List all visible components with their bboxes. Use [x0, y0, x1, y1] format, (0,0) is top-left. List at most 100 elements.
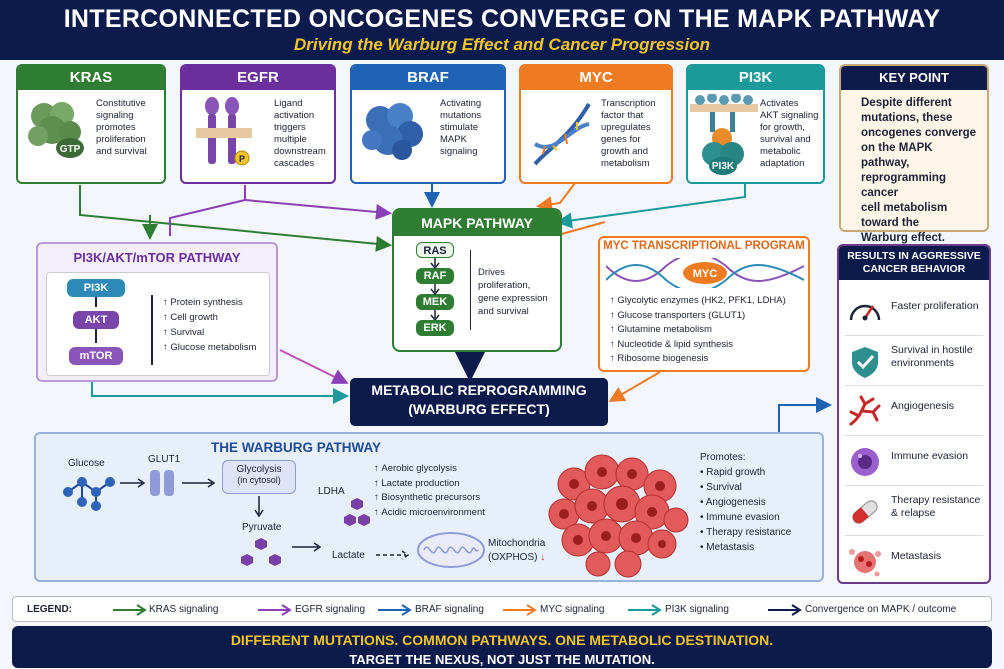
result-item-angiogenesis: Angiogenesis: [845, 386, 983, 436]
glucose-molecule-icon: [63, 477, 115, 511]
footer-line-2: TARGET THE NEXUS, NOT JUST THE MUTATION.: [349, 652, 655, 667]
page-subtitle: Driving the Warburg Effect and Cancer Pr…: [294, 35, 710, 54]
result-item-metastasis: Metastasis: [845, 536, 983, 586]
arrow-lactate-mitochondria: [376, 550, 410, 560]
arrow-myc-mapk: [536, 182, 576, 213]
pi3k-akt-mtor-pathway: PI3K/AKT/mTOR PATHWAY PI3K AKT mTOR Prot…: [36, 242, 278, 382]
myc-program-list: Glycolytic enzymes (HK2, PFK1, LDHA)Gluc…: [610, 294, 785, 367]
kras-title: KRAS: [18, 66, 164, 90]
node-connector: [95, 297, 97, 307]
braf-title: BRAF: [352, 66, 504, 90]
pi3k-effects-list: Protein synthesisCell growthSurvivalGluc…: [163, 295, 256, 355]
arrow-pyruvate-lactate: [292, 542, 322, 552]
legend-title: LEGEND:: [27, 604, 72, 615]
shield-check-icon: [852, 347, 878, 378]
legend-egfr: EGFR signaling: [295, 604, 366, 615]
glucose-label: Glucose: [68, 458, 105, 469]
mitochondria-icon: [417, 532, 485, 568]
footer-banner: DIFFERENT MUTATIONS. COMMON PATHWAYS. ON…: [12, 626, 992, 668]
promotes-block: Promotes: • Rapid growth • Survival • An…: [700, 452, 791, 555]
dna-helix-icon: [533, 102, 591, 166]
myc-transcriptional-program: MYC TRANSCRIPTIONAL PROGRAM MYC Glycolyt…: [598, 236, 810, 372]
metabolic-line-1: METABOLIC REPROGRAMMING: [371, 382, 587, 398]
arrow-glut1-glycolysis: [182, 478, 216, 488]
results-title: RESULTS IN AGGRESSIVE CANCER BEHAVIOR: [839, 246, 989, 280]
header-banner: INTERCONNECTED ONCOGENES CONVERGE ON THE…: [0, 0, 1004, 60]
arrow-pi3k-metabolic-teal: [91, 382, 349, 404]
promotes-list: • Rapid growth • Survival • Angiogenesis…: [700, 467, 792, 553]
arrow-glucose-glut1: [120, 478, 146, 488]
legend-pi3k: PI3K signaling: [665, 604, 729, 615]
mapk-bracket: [470, 250, 471, 330]
legend-myc: MYC signaling: [540, 604, 605, 615]
receptor-icon: P: [196, 97, 252, 166]
glycolysis-box: Glycolysis (in cytosol): [222, 460, 296, 494]
pyruvate-molecule-icon: [241, 538, 281, 566]
arrow-pi3k-metabolic-purple: [279, 349, 349, 384]
glut1-transporter-icon: [150, 470, 174, 496]
pi3k-title: PI3K: [688, 66, 823, 90]
pyruvate-label: Pyruvate: [242, 522, 282, 533]
pi3k-pathway-title: PI3K/AKT/mTOR PATHWAY: [73, 250, 241, 265]
tumor-cell-cluster-icon: [548, 454, 689, 578]
tumor-cell-icon: [849, 549, 881, 577]
metabolic-reprogramming-box: METABOLIC REPROGRAMMING (WARBURG EFFECT): [350, 378, 608, 426]
myc-center-label: MYC: [693, 268, 718, 280]
result-item-therapy-resistance: Therapy resistance & relapse: [845, 486, 983, 536]
myc-dna-icon: MYC: [606, 258, 804, 288]
kras-gtp-tag: GTP: [60, 144, 81, 155]
oxphos-label: (OXPHOS) ↓: [488, 552, 546, 563]
node-erk: ERK: [416, 320, 454, 336]
warburg-effects-list: Aerobic glycolysisLactate productionBios…: [374, 462, 484, 520]
protein-blob-icon: [362, 103, 423, 160]
node-connector: [95, 329, 97, 343]
down-arrow-icon: ↓: [540, 552, 546, 563]
mitochondria-label: Mitochondria: [488, 538, 546, 549]
pi3k-tag: PI3K: [712, 161, 735, 172]
key-point-title: KEY POINT: [841, 66, 987, 90]
egfr-phospho-tag: P: [239, 154, 245, 164]
arrow-pi3k-mapk: [556, 183, 746, 229]
bracket-line: [151, 295, 153, 365]
ldha-label: LDHA: [318, 486, 345, 497]
arrow-myc-metabolic: [608, 371, 661, 403]
legend-kras: KRAS signaling: [149, 604, 219, 615]
glut1-label: GLUT1: [148, 454, 181, 465]
warburg-pathway-box: THE WARBURG PATHWAY Glucose GLUT1 Glycol…: [34, 432, 824, 582]
node-akt: AKT: [73, 311, 119, 329]
result-item-survival: Survival in hostile environments: [845, 336, 983, 386]
myc-program-title: MYC TRANSCRIPTIONAL PROGRAM: [603, 240, 805, 252]
mapk-title: MAPK PATHWAY: [394, 210, 560, 236]
warburg-title: THE WARBURG PATHWAY: [210, 440, 381, 455]
results-panel: RESULTS IN AGGRESSIVE CANCER BEHAVIOR Fa…: [837, 244, 991, 584]
node-mtor: mTOR: [69, 347, 123, 365]
arrow-egfr-mapk: [244, 185, 392, 220]
arrow-kras-mapk: [79, 185, 392, 252]
immune-cell-icon: [851, 448, 879, 476]
capsule-icon: [852, 500, 878, 524]
result-item-immune-evasion: Immune evasion: [845, 436, 983, 486]
arrow-egfr-pi3k: [169, 199, 246, 236]
node-ras: RAS: [416, 242, 454, 258]
result-item-proliferation: Faster proliferation: [845, 286, 983, 336]
egfr-title: EGFR: [182, 66, 334, 90]
node-raf: RAF: [416, 268, 454, 284]
lactate-label: Lactate: [332, 550, 365, 561]
metabolic-line-2: (WARBURG EFFECT): [408, 401, 550, 417]
promotes-title: Promotes:: [700, 452, 746, 463]
node-pi3k: PI3K: [67, 279, 125, 297]
